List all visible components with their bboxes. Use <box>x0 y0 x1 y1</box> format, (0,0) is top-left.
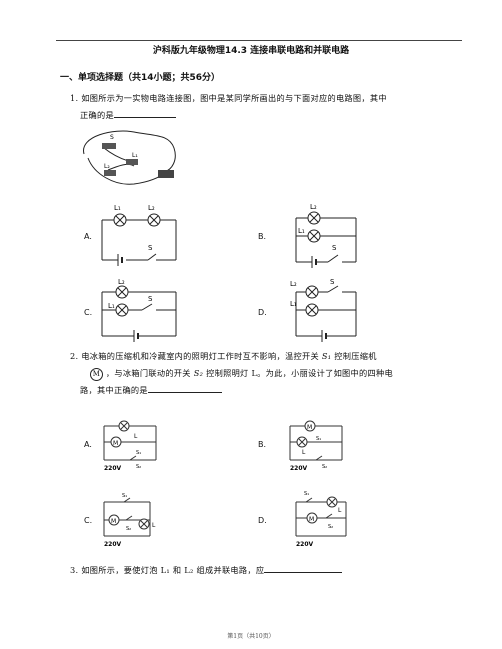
label-s1: S₁ <box>316 436 321 442</box>
q2-switch-s2: S₂ <box>193 368 204 378</box>
photo-label-s: S <box>110 134 114 141</box>
label-s1: S₁ <box>122 493 127 499</box>
answer-blank-2[interactable] <box>147 383 222 393</box>
q2-text-2b: 控制照明灯 L。为此，小丽设计了如图中的四种电 <box>206 368 393 378</box>
q2-option-d-letter[interactable]: D. <box>258 516 267 525</box>
label-l: L <box>134 433 138 440</box>
q2-text-1a: 2. 电冰箱的压缩机和冷藏室内的照明灯工作时互不影响，温控开关 <box>70 351 319 361</box>
q2-option-b-letter[interactable]: B. <box>258 440 267 449</box>
question-1: 1. 如图所示为一实物电路连接图，图中是某同学所画出的与下面对应的电路图，其中 … <box>70 90 387 124</box>
section-heading: 一、单项选择题（共14小题；共56分） <box>60 73 221 83</box>
label-l2: L₂ <box>118 278 125 286</box>
question-3: 3. 如图所示，要使灯泡 L₁ 和 L₂ 组成并联电路，应 <box>70 562 343 579</box>
label-s2: S₂ <box>322 464 327 470</box>
label-l: L <box>302 449 306 456</box>
question-1-line2: 正确的是 <box>70 107 387 124</box>
q2-text-1b: 控制压缩机 <box>334 351 377 361</box>
label-s: S <box>148 244 153 252</box>
question-2-line2: M ，与冰箱门联动的开关 S₂ 控制照明灯 L。为此，小丽设计了如图中的四种电 <box>70 365 460 382</box>
battery-block <box>158 170 174 178</box>
label-s2: S₂ <box>328 524 333 530</box>
q2-option-d-circuit[interactable]: S₁ L M S₂ 220V <box>292 488 354 550</box>
label-s: S <box>148 295 153 303</box>
q3-text: 3. 如图所示，要使灯泡 <box>70 565 158 575</box>
q1-option-c-circuit[interactable]: L₂ L₁ S <box>96 278 182 344</box>
q2-text-3: 路，其中正确的是 <box>80 385 148 395</box>
switch-block <box>102 143 116 149</box>
label-s1: S₁ <box>304 491 309 497</box>
question-1-line1: 1. 如图所示为一实物电路连接图，图中是某同学所画出的与下面对应的电路图，其中 <box>70 93 387 103</box>
label-s: S <box>332 244 337 252</box>
q3-bulb-l2: L₂ <box>184 565 194 575</box>
q1-option-a-letter[interactable]: A. <box>84 232 92 241</box>
label-s: S <box>330 278 335 286</box>
label-l1: L₁ <box>290 300 297 308</box>
question-2-line1: 2. 电冰箱的压缩机和冷藏室内的照明灯工作时互不影响，温控开关 S₁ 控制压缩机 <box>70 348 460 365</box>
label-voltage: 220V <box>104 541 122 548</box>
label-m: M <box>309 516 314 523</box>
label-l: L <box>152 522 156 529</box>
question-2-line3: 路，其中正确的是 <box>70 382 460 399</box>
label-l1: L₁ <box>114 204 121 212</box>
label-l2: L₂ <box>290 280 297 288</box>
q3-text-mid: 和 <box>172 565 182 575</box>
q2-text-2a: ，与冰箱门联动的开关 <box>105 368 191 378</box>
label-l2: L₂ <box>310 203 317 211</box>
label-m: M <box>307 424 312 431</box>
label-voltage: 220V <box>290 465 308 472</box>
page-footer: 第1页（共10页） <box>227 633 275 640</box>
label-s2: S₂ <box>136 464 141 470</box>
q1-option-a-circuit[interactable]: L₁ L₂ S <box>96 200 182 266</box>
bulb-base-l1 <box>126 159 138 165</box>
label-m: M <box>113 440 118 447</box>
physical-circuit-photo: S L₁ L₂ <box>74 126 184 192</box>
motor-symbol-icon: M <box>90 367 103 381</box>
q1-option-b-circuit[interactable]: L₂ L₁ S <box>272 200 362 268</box>
photo-label-l2: L₂ <box>104 163 110 170</box>
q1-option-d-letter[interactable]: D. <box>258 308 267 317</box>
q1-option-d-circuit[interactable]: L₂ S L₁ <box>272 278 362 344</box>
question-1-stem-end: 正确的是 <box>80 110 114 120</box>
q2-option-b-circuit[interactable]: M L S₁ S₂ 220V <box>286 412 348 474</box>
q3-text-end: 组成并联电路，应 <box>196 565 265 575</box>
answer-blank-3[interactable] <box>264 563 343 573</box>
q3-bulb-l1: L₁ <box>160 565 170 575</box>
label-s2: S₂ <box>126 526 131 532</box>
q2-option-c-circuit[interactable]: S₁ M S₂ L 220V <box>100 490 162 552</box>
label-l1: L₁ <box>298 227 305 235</box>
q1-option-c-letter[interactable]: C. <box>84 308 93 317</box>
page-title: 沪科版九年级物理14.3 连接串联电路和并联电路 <box>152 46 350 56</box>
q1-option-b-letter[interactable]: B. <box>258 232 267 241</box>
label-m: M <box>111 518 116 525</box>
label-s1: S₁ <box>136 450 141 456</box>
q2-option-a-circuit[interactable]: M L S₁ S₂ 220V <box>100 412 162 474</box>
question-2: 2. 电冰箱的压缩机和冷藏室内的照明灯工作时互不影响，温控开关 S₁ 控制压缩机… <box>70 348 460 399</box>
label-l1: L₁ <box>108 302 115 310</box>
q2-option-c-letter[interactable]: C. <box>84 516 93 525</box>
photo-label-l1: L₁ <box>132 152 138 159</box>
answer-blank-1[interactable] <box>113 108 176 118</box>
q2-option-a-letter[interactable]: A. <box>84 440 92 449</box>
label-voltage: 220V <box>296 541 314 548</box>
label-voltage: 220V <box>104 465 122 472</box>
bulb-base-l2 <box>104 170 116 176</box>
q2-switch-s1: S₁ <box>321 351 332 361</box>
label-l: L <box>338 507 342 514</box>
label-l2: L₂ <box>148 204 155 212</box>
header-rule <box>56 40 462 41</box>
